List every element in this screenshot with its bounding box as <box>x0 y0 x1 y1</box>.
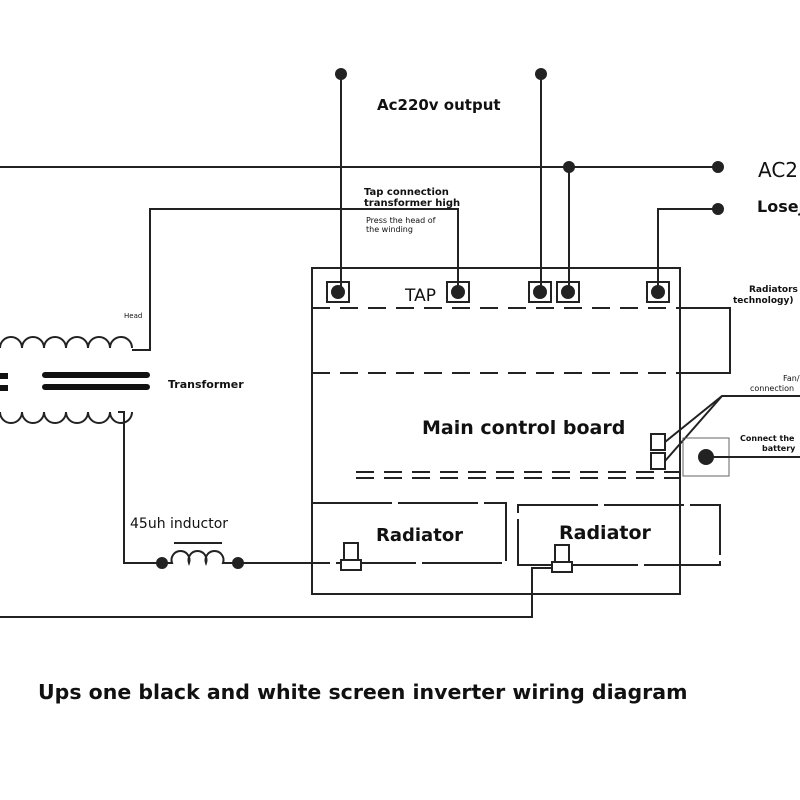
battery-label-1: Connect the <box>740 434 795 443</box>
terminal-screw-3 <box>528 281 552 303</box>
radiator-tech-bracket <box>680 307 731 374</box>
radiator-tech-label-1: Radiators <box>749 285 798 295</box>
tap-label: TAP <box>404 286 436 306</box>
transformer-core-bar-1 <box>0 373 8 379</box>
terminal-screw-1 <box>326 281 350 303</box>
transformer-label: Transformer <box>168 378 244 391</box>
inductor-label: 45uh inductor <box>130 516 228 532</box>
fan-wire-lower <box>664 395 723 462</box>
diagram-title: Ups one black and white screen inverter … <box>38 680 687 704</box>
fan-label-2: connection <box>750 384 794 393</box>
radiator-left-box <box>311 502 507 564</box>
tap-connection-label-1: Tap connection <box>364 187 449 198</box>
transformer-secondary-coil <box>0 411 133 424</box>
press-head-label-2: the winding <box>366 225 413 234</box>
tap-connection-label-2: transformer high <box>364 198 460 209</box>
transformer-core-bar-4 <box>42 384 150 390</box>
secondary-wire <box>118 411 162 564</box>
lose-terminal <box>712 203 724 215</box>
fan-connector-lower <box>650 452 666 470</box>
terminal-screw-5 <box>646 281 670 303</box>
lose-label: Losej <box>757 197 800 216</box>
radiator-clamp-left <box>340 542 362 571</box>
head-label: Head <box>124 312 142 320</box>
ac-output-label: Ac220v output <box>377 96 501 114</box>
ac-input-terminal <box>712 161 724 173</box>
transformer-core-bar-3 <box>0 385 8 391</box>
press-head-label-1: Press the head of <box>366 216 436 225</box>
main-board-label: Main control board <box>422 417 625 439</box>
lose-wire <box>657 208 718 292</box>
radiator-right-box <box>517 504 721 566</box>
ac-output-terminal-right <box>535 68 547 80</box>
ac-output-terminal-left <box>335 68 347 80</box>
radiator-left-label: Radiator <box>376 525 463 546</box>
terminal-screw-tap <box>446 281 470 303</box>
return-wire <box>0 567 562 618</box>
ac-input-label: AC2 <box>758 158 798 182</box>
terminal-screw-4 <box>556 281 580 303</box>
inductor-coil <box>162 550 238 567</box>
battery-label-2: battery <box>762 444 796 453</box>
radiator-tech-label-2: technology) <box>733 296 793 306</box>
fan-label-1: Fan/ <box>783 374 800 383</box>
transformer-primary-coil <box>0 336 133 349</box>
transformer-core-bar-2 <box>42 372 150 378</box>
fan-connector-upper <box>650 433 666 451</box>
radiator-clamp-right <box>551 544 573 573</box>
radiator-right-label: Radiator <box>559 522 652 544</box>
tap-wire <box>132 208 459 351</box>
